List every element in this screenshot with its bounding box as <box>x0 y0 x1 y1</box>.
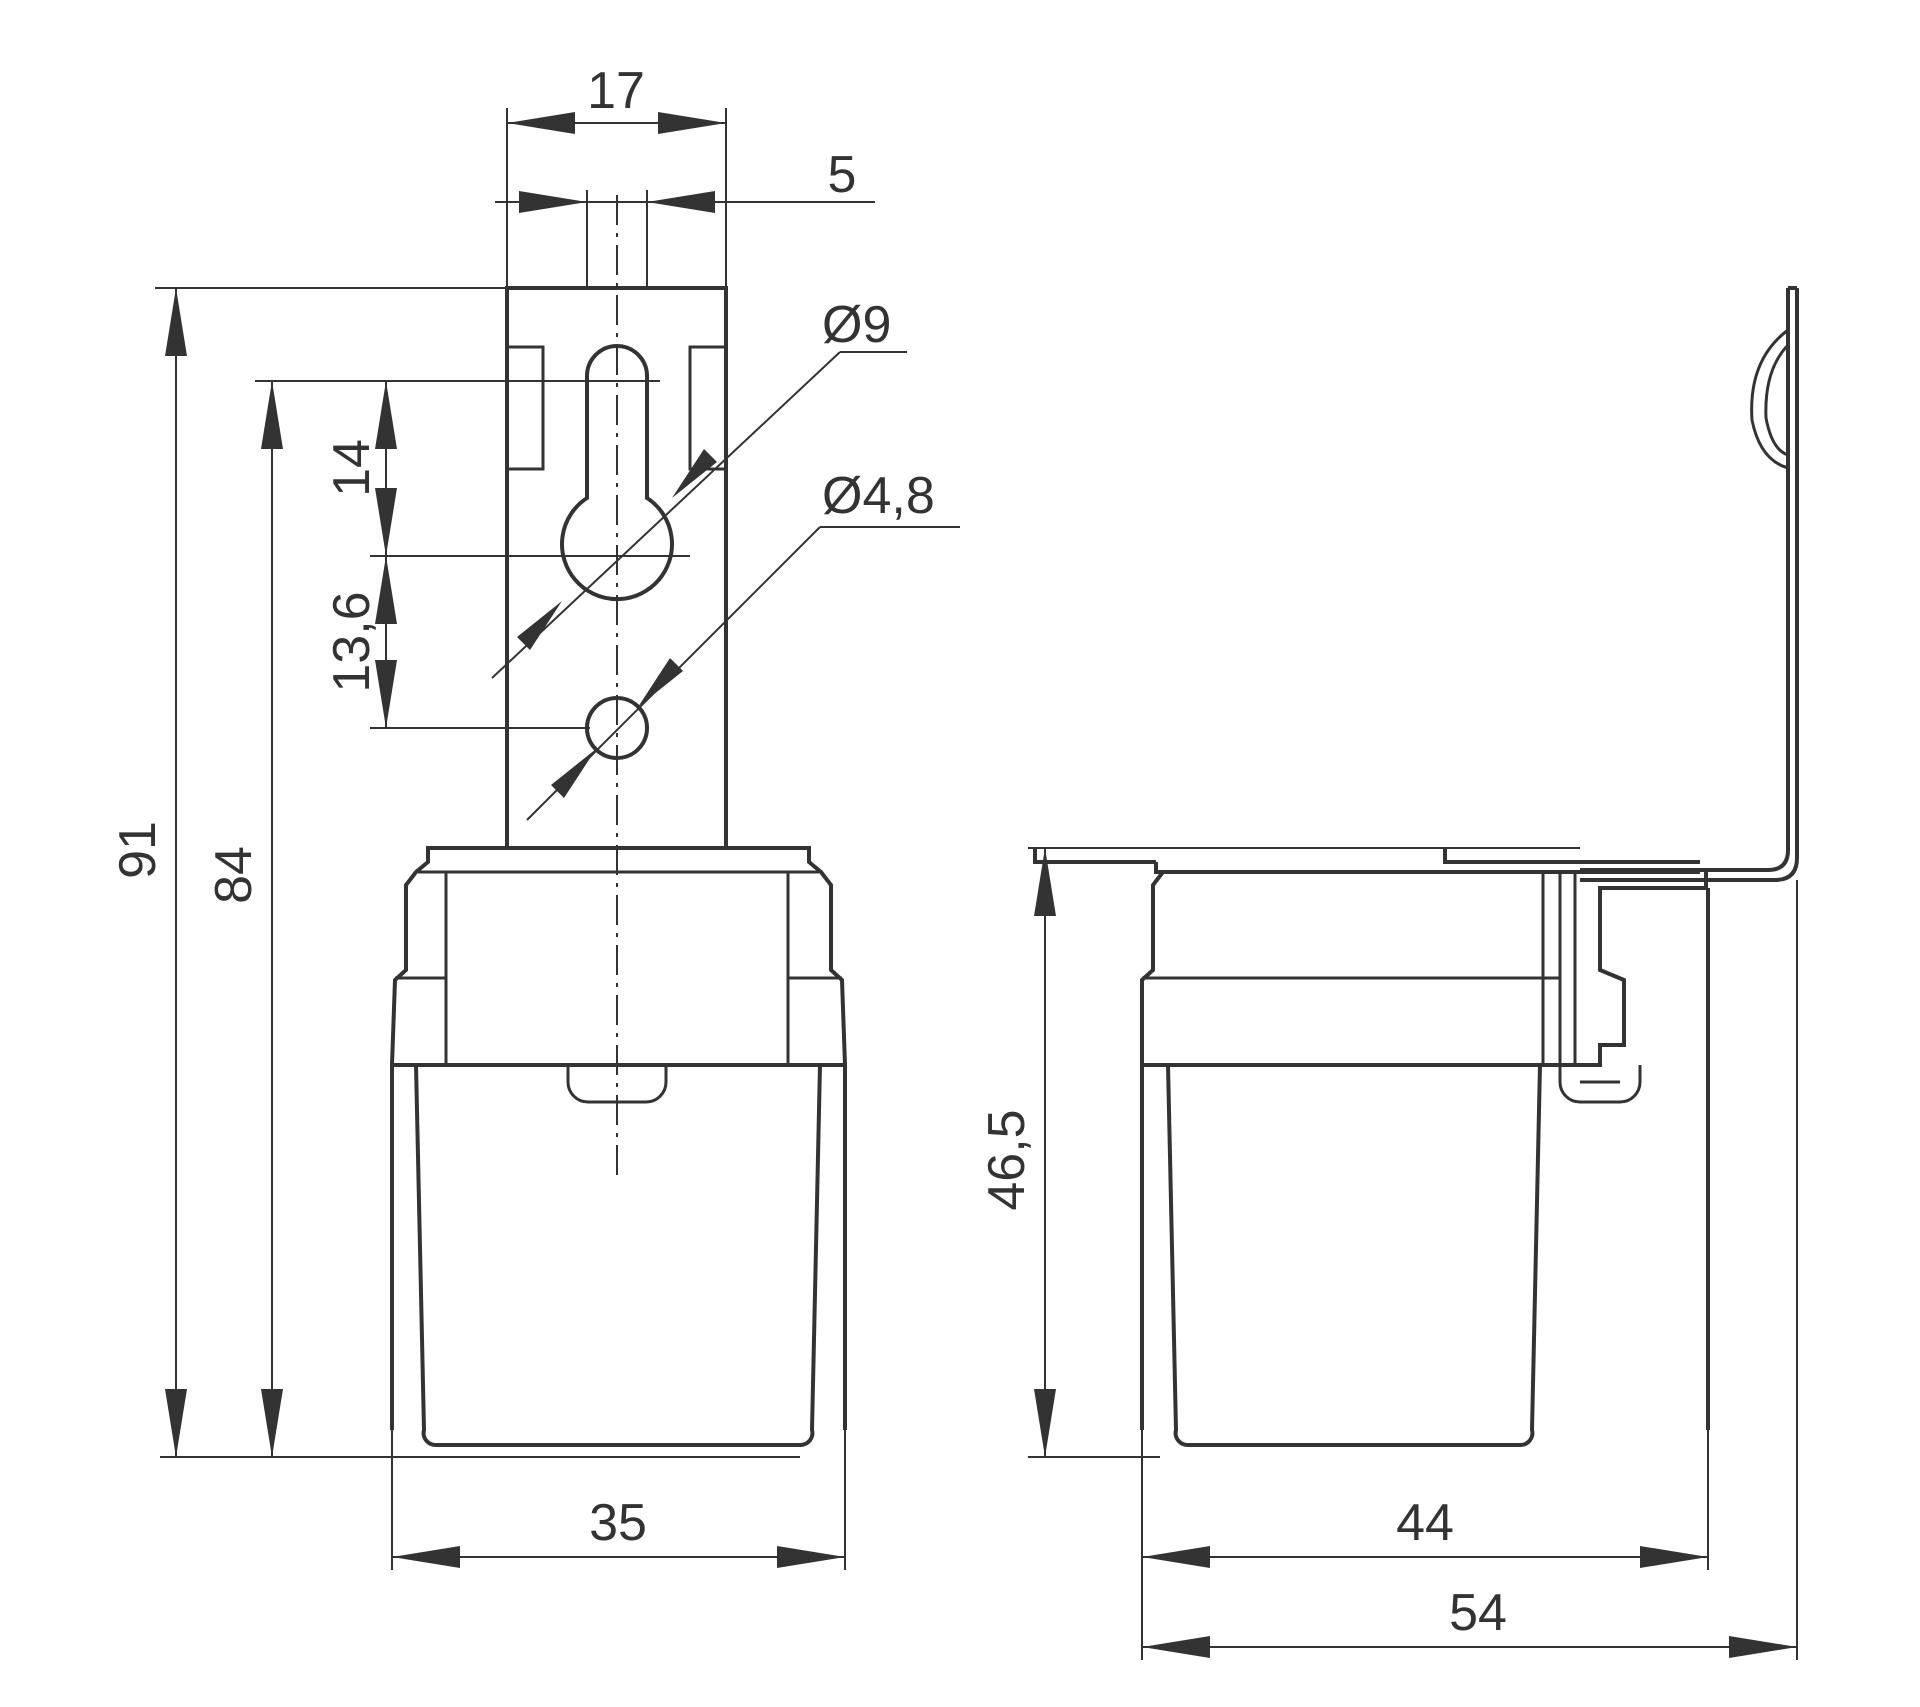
dim-front-width: 35 <box>589 1494 647 1552</box>
side-view <box>1033 286 1799 1447</box>
dim-side-body-width: 44 <box>1396 1494 1454 1552</box>
dimension-lines <box>155 108 1798 1660</box>
dim-slot-width: 5 <box>828 146 857 204</box>
side-cap <box>1033 848 1700 874</box>
front-cap <box>389 846 848 1067</box>
dim-slot-length: 14 <box>323 439 381 497</box>
dim-bracket-width: 17 <box>587 62 645 120</box>
keyhole-slot <box>560 344 674 602</box>
dim-height-to-slot: 84 <box>205 846 263 904</box>
dim-mount-hole-diameter: Ø4,8 <box>822 467 935 525</box>
bracket-tab-left <box>505 345 545 471</box>
dim-body-height: 46,5 <box>978 1109 1036 1210</box>
dim-hole-spacing: 13,6 <box>323 591 381 692</box>
bracket-tab-right <box>688 345 728 471</box>
side-body <box>1140 888 1710 1447</box>
dimension-labels: 17 5 Ø9 Ø4,8 14 13,6 91 84 46,5 35 44 54 <box>109 62 1507 1642</box>
dim-keyhole-diameter: Ø9 <box>822 296 891 354</box>
front-body <box>390 1064 847 1447</box>
front-view <box>389 195 848 1447</box>
dim-total-height: 91 <box>109 821 167 879</box>
side-clip <box>1750 328 1789 470</box>
dim-side-total-width: 54 <box>1449 1584 1507 1642</box>
side-bracket <box>1580 288 1790 872</box>
